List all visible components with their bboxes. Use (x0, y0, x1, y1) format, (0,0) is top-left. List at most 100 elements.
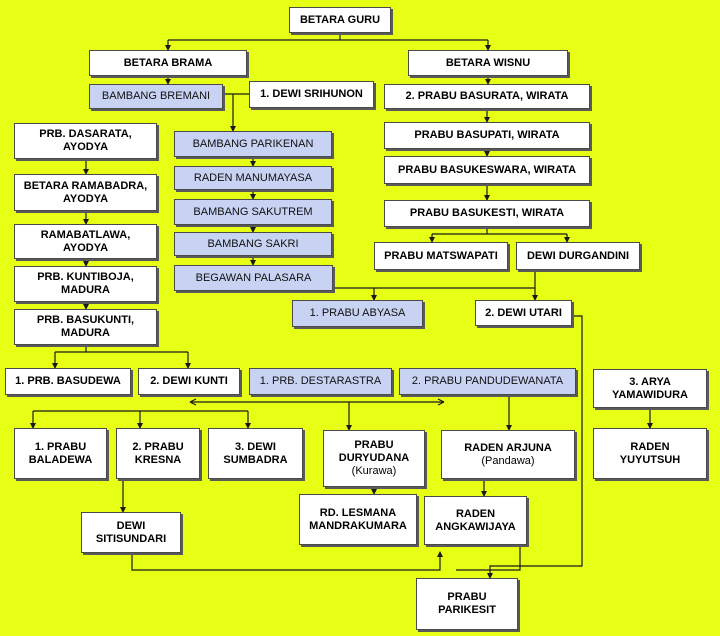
node-label-line: PRABU MATSWAPATI (384, 249, 498, 262)
node-label-line: BETARA RAMABADRA, (23, 179, 148, 192)
node-label-line: 2. DEWI KUNTI (150, 375, 228, 387)
node-label-line: RADEN (630, 440, 670, 453)
node-prabu-basukesti: PRABU BASUKESTI, WIRATA (384, 200, 590, 227)
node-label: PRABU BASUKESTI, WIRATA (410, 207, 564, 220)
node-raden-manumayasa: RADEN MANUMAYASA (174, 166, 332, 190)
node-label-line: RAMABATLAWA, (40, 228, 131, 241)
node-label-line: PRB. DASARATA, (39, 128, 132, 140)
node-label: BETARA GURU (300, 14, 380, 27)
node-begawan-palasara: BEGAWAN PALASARA (174, 265, 333, 291)
node-bambang-sakutrem: BAMBANG SAKUTREM (174, 199, 332, 225)
node-label-line: 2. DEWI UTARI (485, 306, 562, 319)
node-label-line: AYODYA (62, 141, 109, 153)
node-label-line: BEGAWAN PALASARA (195, 271, 312, 284)
node-label: 1. DEWI SRIHUNON (260, 88, 363, 101)
node-label: 1. PRB. DESTARASTRA (260, 375, 381, 388)
node-dewi-srihunon: 1. DEWI SRIHUNON (249, 81, 374, 108)
node-label-line: 2. PRABU (132, 440, 184, 453)
node-label: PRABU MATSWAPATI (384, 250, 498, 263)
node-label-line: MADURA (61, 327, 110, 339)
node-dewi-utari: 2. DEWI UTARI (475, 300, 572, 326)
node-label-line: MANDRAKUMARA (309, 519, 407, 532)
node-label: BETARA RAMABADRA,AYODYA (24, 180, 147, 206)
node-label-line: YUYUTSUH (619, 453, 681, 466)
node-label: 2. PRABU BASURATA, WIRATA (406, 90, 569, 103)
node-label: BAMBANG BREMANI (102, 90, 210, 103)
node-label: 2. PRABU PANDUDEWANATA (412, 375, 563, 388)
node-bambang-sakri: BAMBANG SAKRI (174, 232, 332, 256)
node-betara-wisnu: BETARA WISNU (408, 50, 568, 76)
node-label-line: SITISUNDARI (95, 532, 167, 545)
node-prabu-basupati: PRABU BASUPATI, WIRATA (384, 122, 590, 149)
node-label-line: PRABU BASUPATI, WIRATA (414, 129, 560, 141)
node-dewi-durgandini: DEWI DURGANDINI (516, 242, 640, 270)
node-label-line: PRB. KUNTIBOJA, (37, 271, 134, 283)
node-label-line: RADEN ARJUNA (464, 441, 552, 454)
node-label: 2. DEWI KUNTI (150, 375, 228, 388)
node-label: PRB. DASARATA,AYODYA (39, 128, 131, 154)
node-label-line: SUMBADRA (223, 453, 288, 466)
node-prabu-basurata: 2. PRABU BASURATA, WIRATA (384, 84, 590, 109)
node-label-line: RADEN MANUMAYASA (193, 171, 313, 184)
node-label: RADEN ARJUNA(Pandawa) (464, 442, 552, 468)
node-prabu-abyasa: 1. PRABU ABYASA (292, 300, 423, 327)
node-betara-guru: BETARA GURU (289, 7, 391, 33)
node-label-line: PRABU (447, 591, 487, 603)
node-label-line: BAMBANG SAKUTREM (193, 205, 313, 218)
node-label-line: 1. PRB. BASUDEWA (15, 375, 121, 387)
node-label: 1. PRB. BASUDEWA (15, 375, 121, 388)
node-label-line: BETARA BRAMA (123, 56, 213, 69)
node-label: DEWI DURGANDINI (527, 250, 629, 263)
node-label-line: ANGKAWIJAYA (435, 520, 516, 533)
node-label-line: RADEN (455, 507, 496, 520)
node-label: RADEN MANUMAYASA (194, 172, 312, 185)
node-label-line: PRABU BASUKESTI, WIRATA (409, 207, 565, 219)
node-label-line: DURYUDANA (338, 452, 410, 464)
node-prabu-basukeswara: PRABU BASUKESWARA, WIRATA (384, 156, 590, 184)
node-label: BETARA WISNU (446, 57, 530, 70)
node-prb-basukunti: PRB. BASUKUNTI,MADURA (14, 309, 157, 345)
node-label: PRB. BASUKUNTI,MADURA (37, 314, 134, 340)
node-label-line: MADURA (61, 284, 110, 296)
node-label: BAMBANG PARIKENAN (193, 138, 314, 151)
node-label-line: PRABU (354, 439, 394, 451)
node-label-line: BAMBANG PARIKENAN (192, 137, 314, 150)
node-label-line: RD. LESMANA (319, 506, 397, 519)
node-betara-brama: BETARA BRAMA (89, 50, 247, 76)
node-label-line: KRESNA (134, 453, 182, 466)
node-label-line: BETARA GURU (299, 13, 381, 26)
node-label-line: DEWI (116, 519, 146, 532)
node-label: 1. PRABU ABYASA (310, 307, 406, 320)
node-bambang-bremani: BAMBANG BREMANI (89, 84, 223, 109)
node-prb-destarastra: 1. PRB. DESTARASTRA (249, 368, 392, 395)
node-prb-kuntiboja: PRB. KUNTIBOJA,MADURA (14, 266, 157, 302)
node-prb-basudewa: 1. PRB. BASUDEWA (5, 368, 131, 395)
node-label-line: PARIKESIT (438, 604, 496, 616)
node-label-line: BAMBANG SAKRI (207, 237, 299, 250)
node-label: BEGAWAN PALASARA (196, 272, 312, 285)
node-label-line: AYODYA (62, 241, 109, 254)
node-label-line: 1. PRABU (34, 440, 87, 453)
node-prb-dasarata: PRB. DASARATA,AYODYA (14, 123, 157, 159)
node-label-line: 3. ARYA (629, 375, 671, 388)
node-label-line: AYODYA (62, 192, 109, 205)
node-bambang-parikenan: BAMBANG PARIKENAN (174, 131, 332, 157)
node-label-line: 2. PRABU BASURATA, WIRATA (405, 90, 569, 102)
node-label-line: (Kurawa) (351, 465, 397, 477)
